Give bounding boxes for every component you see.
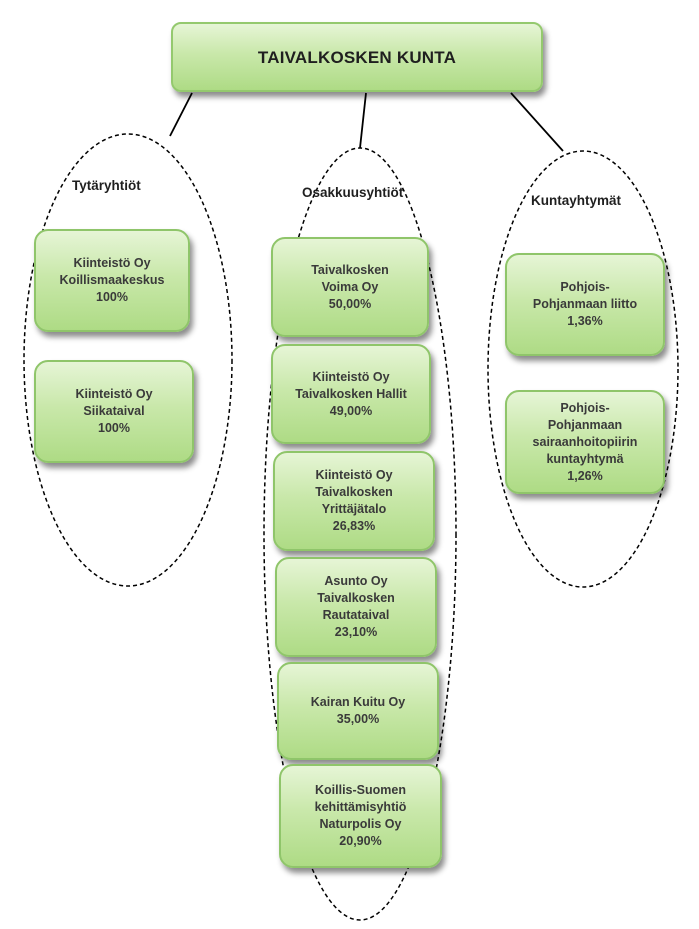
group-label-kuntayhtymat: Kuntayhtymät [531, 193, 622, 208]
company-box: Kiinteistö Oy Taivalkosken Hallit 49,00% [271, 344, 431, 444]
company-label: Kairan Kuitu Oy 35,00% [310, 695, 406, 726]
company-box: Pohjois- Pohjanmaan sairaanhoitopiirin k… [505, 390, 665, 494]
root-label: TAIVALKOSKEN KUNTA [257, 47, 457, 67]
company-label: Pohjois- Pohjanmaan liitto 1,36% [532, 280, 638, 328]
company-box: Kairan Kuitu Oy 35,00% [277, 662, 439, 760]
company-label: Asunto Oy Taivalkosken Rautataival 23,10… [317, 574, 395, 639]
company-box: Kiinteistö Oy Siikataival 100% [34, 360, 194, 463]
company-box: Kiinteistö Oy Koillismaakeskus 100% [34, 229, 190, 332]
company-box: Koillis-Suomen kehittämisyhtiö Naturpoli… [279, 764, 442, 868]
company-box: Taivalkosken Voima Oy 50,00% [271, 237, 429, 337]
company-label: Taivalkosken Voima Oy 50,00% [311, 262, 389, 311]
group-ellipse-kuntayhtymat [487, 150, 679, 588]
company-label: Kiinteistö Oy Taivalkosken Yrittäjätalo … [315, 468, 393, 533]
group-label-tytaryhtiot: Tytäryhtiöt [72, 178, 141, 193]
company-label: Pohjois- Pohjanmaan sairaanhoitopiirin k… [532, 400, 638, 483]
group-ellipse-osakkuusyhtiot [263, 147, 457, 921]
connector-right [510, 92, 564, 152]
company-label: Kiinteistö Oy Koillismaakeskus 100% [59, 256, 165, 304]
company-label: Koillis-Suomen kehittämisyhtiö Naturpoli… [314, 783, 407, 848]
root-box: TAIVALKOSKEN KUNTA [171, 22, 543, 92]
company-label: Kiinteistö Oy Taivalkosken Hallit 49,00% [295, 369, 407, 418]
company-box: Kiinteistö Oy Taivalkosken Yrittäjätalo … [273, 451, 435, 551]
company-label: Kiinteistö Oy Siikataival 100% [75, 387, 153, 435]
connector-left [169, 92, 193, 137]
company-box: Asunto Oy Taivalkosken Rautataival 23,10… [275, 557, 437, 657]
group-label-osakkuusyhtiot: Osakkuusyhtiöt [302, 185, 404, 200]
group-ellipse-tytaryhtiot [23, 133, 233, 587]
connector-middle [359, 92, 367, 149]
company-box: Pohjois- Pohjanmaan liitto 1,36% [505, 253, 665, 356]
